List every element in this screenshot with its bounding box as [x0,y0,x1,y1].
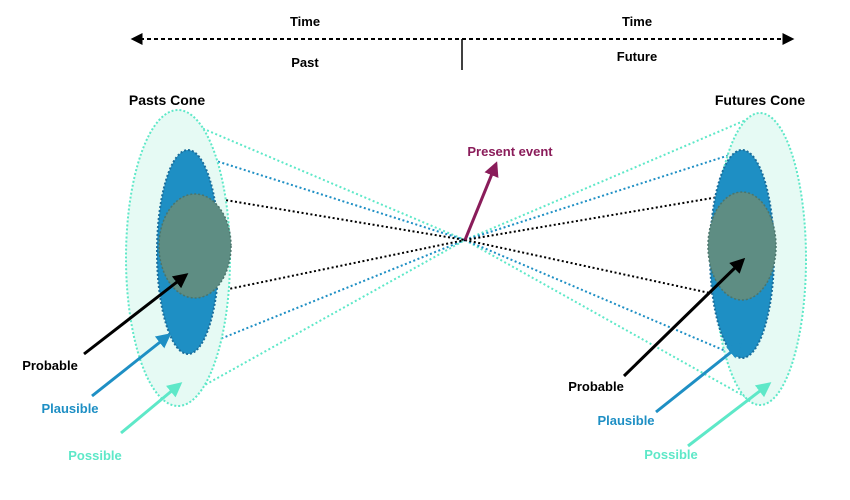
possible-arrow [120,382,183,435]
plausible-label: Plausible [597,413,654,428]
possible-label: Possible [68,448,121,463]
probable-label: Probable [568,379,624,394]
plausible-cone-line [464,150,743,241]
pasts-cone [125,109,232,407]
plausible-arrow [655,343,743,414]
time-label-left: Time [290,14,320,29]
present-event-arrow [463,161,499,241]
plausible-label: Plausible [41,401,98,416]
time-label-right: Time [622,14,652,29]
possible-cone-line [464,113,761,241]
possible-label: Possible [644,447,697,462]
possible-cone-line [177,239,466,401]
futures-cone-title: Futures Cone [715,92,805,108]
possible-arrow [687,382,772,448]
futures-legend: Probable Plausible Possible [568,257,772,462]
probable-label: Probable [22,358,78,373]
plausible-cone-line [187,151,466,241]
probable-cone-line [464,192,743,241]
probable-arrow [83,273,189,356]
pasts-legend: Probable Plausible Possible [22,273,189,463]
future-label: Future [617,49,657,64]
present-event-label: Present event [467,144,553,159]
probable-cone-line [464,239,743,301]
cone-lines [177,113,761,406]
pasts-cone-title: Pasts Cone [129,92,205,108]
probable-cone-line [194,194,466,241]
probable-arrow [622,257,746,378]
plausible-cone-line [464,239,743,359]
plausible-arrow [91,333,172,398]
probable-cone-line [194,239,466,297]
past-label: Past [291,55,319,70]
timeline: Time Time Past Future [130,14,795,70]
present-event: Present event [463,144,553,241]
plausible-cone-line [187,239,466,353]
pasts-probable-ellipse [158,193,232,299]
futures-probable-ellipse [707,191,777,301]
futures-cone [707,112,807,406]
